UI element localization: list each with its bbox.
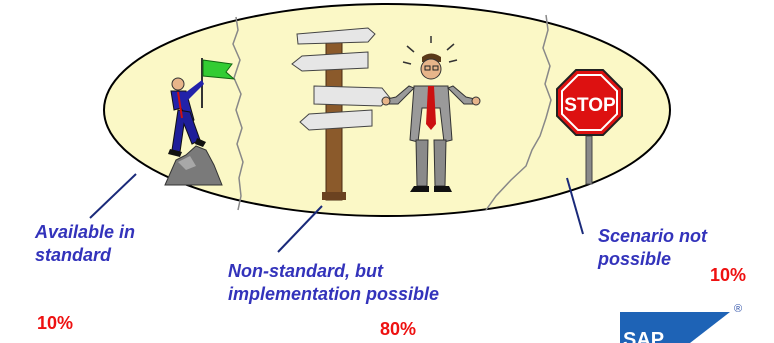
- divider-left: [232, 16, 244, 211]
- sap-logo: SAP ®: [620, 288, 774, 343]
- callout-line-nonstandard: [277, 205, 323, 253]
- label-notpossible-line1: Scenario not: [598, 226, 708, 246]
- scope-ellipse: [103, 3, 671, 217]
- percent-standard: 10%: [37, 313, 74, 333]
- stop-sign-text: STOP: [564, 95, 616, 116]
- mountain-climber-icon: [164, 58, 236, 186]
- label-non-standard: Non-standard, but implementation possibl…: [228, 260, 439, 306]
- label-not-possible: Scenario not possible: [598, 225, 707, 271]
- callout-line-notpossible: [566, 177, 584, 235]
- percent-not-possible: 10%: [710, 265, 747, 285]
- label-available-standard: Available in standard: [35, 221, 135, 267]
- divider-right: [485, 14, 552, 211]
- label-available-line1: Available in: [35, 222, 136, 242]
- percent-non-standard: 80%: [380, 319, 417, 339]
- label-nonstandard-line2: implementation possible: [228, 284, 440, 304]
- registered-mark: ®: [734, 303, 743, 315]
- stop-sign-icon: STOP: [556, 69, 623, 185]
- label-available-line2: standard: [35, 245, 112, 265]
- sap-logo-text: SAP: [623, 329, 665, 343]
- confused-man-icon: [381, 36, 481, 192]
- label-notpossible-line2: possible: [598, 249, 672, 269]
- callout-line-standard: [89, 173, 137, 219]
- label-nonstandard-line1: Non-standard, but: [228, 261, 383, 281]
- sap-logo-shape: [620, 312, 730, 343]
